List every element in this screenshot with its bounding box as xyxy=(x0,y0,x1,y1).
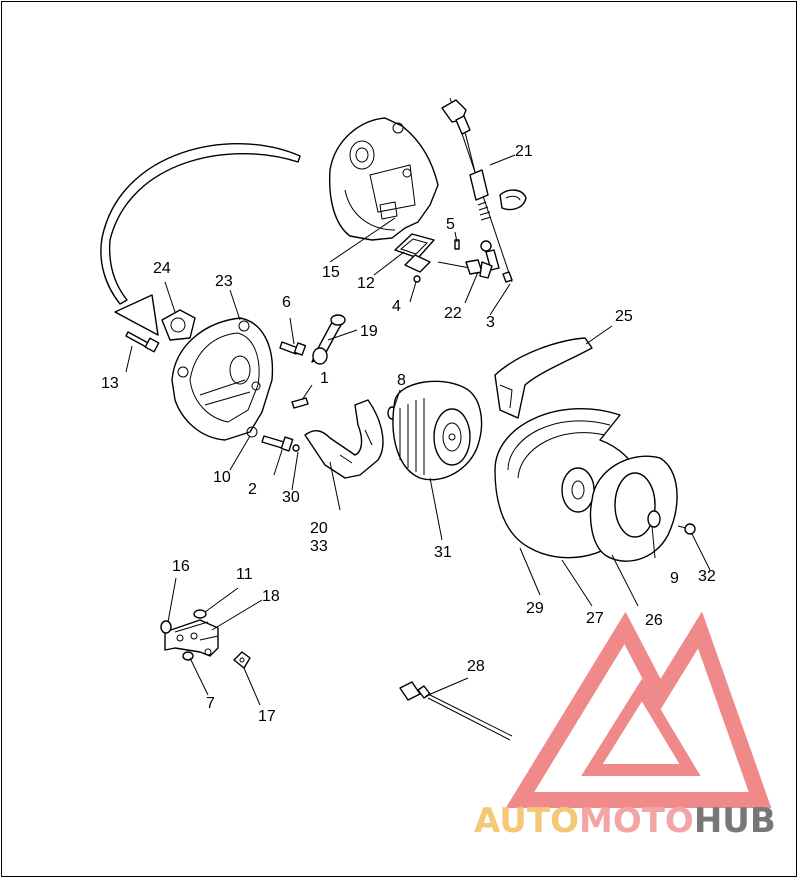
logo-triangle xyxy=(505,611,772,808)
bolt-2 xyxy=(261,435,294,452)
callout-13: 13 xyxy=(101,375,119,392)
automotohub-logo: AUTOMOTOHUB xyxy=(474,611,776,841)
callout-29: 29 xyxy=(526,600,544,617)
callout-25: 25 xyxy=(615,308,633,325)
callout-20: 20 xyxy=(310,520,328,537)
nut-4 xyxy=(413,275,421,283)
callout-33: 33 xyxy=(310,538,328,555)
callout-31: 31 xyxy=(434,544,452,561)
callout-17: 17 xyxy=(258,708,276,725)
callout-26: 26 xyxy=(645,612,663,629)
cover-insert xyxy=(589,455,678,562)
callout-11: 11 xyxy=(236,566,253,583)
logo-word: AUTOMOTOHUB xyxy=(474,801,776,841)
callout-28: 28 xyxy=(467,658,485,675)
callout-24: 24 xyxy=(153,260,171,277)
callout-23: 23 xyxy=(215,273,233,290)
cable xyxy=(399,681,513,741)
filter-bracket xyxy=(304,399,384,479)
mounting-bracket-lower xyxy=(164,619,219,657)
screw-1 xyxy=(291,397,309,409)
gasket-plate xyxy=(394,233,435,273)
leader-lines xyxy=(125,154,711,706)
callout-27: 27 xyxy=(586,610,604,627)
callout-21: 21 xyxy=(515,143,533,160)
callout-7: 7 xyxy=(206,695,215,712)
callout-12: 12 xyxy=(357,275,375,292)
actuator-rod-assembly xyxy=(441,97,527,283)
logo-part-auto: AUTO xyxy=(474,801,579,841)
stud xyxy=(125,331,160,353)
callout-15: 15 xyxy=(322,264,340,281)
clip-17 xyxy=(233,651,251,669)
assembly-arrow xyxy=(100,143,301,336)
callout-9: 9 xyxy=(670,570,679,587)
callout-32: 32 xyxy=(698,568,716,585)
bolt-6 xyxy=(279,341,307,356)
logo-part-moto: MOTO xyxy=(579,801,694,841)
callout-5: 5 xyxy=(446,216,455,233)
air-filter-element xyxy=(392,380,483,481)
callout-8: 8 xyxy=(397,372,406,389)
linkage-screw xyxy=(437,259,493,279)
callout-10: 10 xyxy=(213,469,231,486)
mounting-bracket xyxy=(328,117,439,241)
trim-shield xyxy=(494,337,593,419)
callout-30: 30 xyxy=(282,489,300,506)
callout-1: 1 xyxy=(320,370,329,387)
callout-3: 3 xyxy=(486,314,495,331)
gasket xyxy=(161,309,196,341)
callout-18: 18 xyxy=(262,588,280,605)
callout-16: 16 xyxy=(172,558,190,575)
logo-part-hub: HUB xyxy=(694,801,776,841)
spacer xyxy=(292,444,300,452)
nut-11 xyxy=(193,609,207,619)
callout-6: 6 xyxy=(282,294,291,311)
logo-inner-triangle xyxy=(581,678,701,776)
callout-19: 19 xyxy=(360,323,378,340)
nut-16 xyxy=(160,620,172,634)
breather-tube xyxy=(311,314,346,365)
callout-4: 4 xyxy=(392,298,401,315)
callout-22: 22 xyxy=(444,305,462,322)
screw-32 xyxy=(677,523,696,535)
fastener-7 xyxy=(182,651,194,661)
callout-2: 2 xyxy=(248,481,257,498)
backing-plate xyxy=(171,317,274,441)
